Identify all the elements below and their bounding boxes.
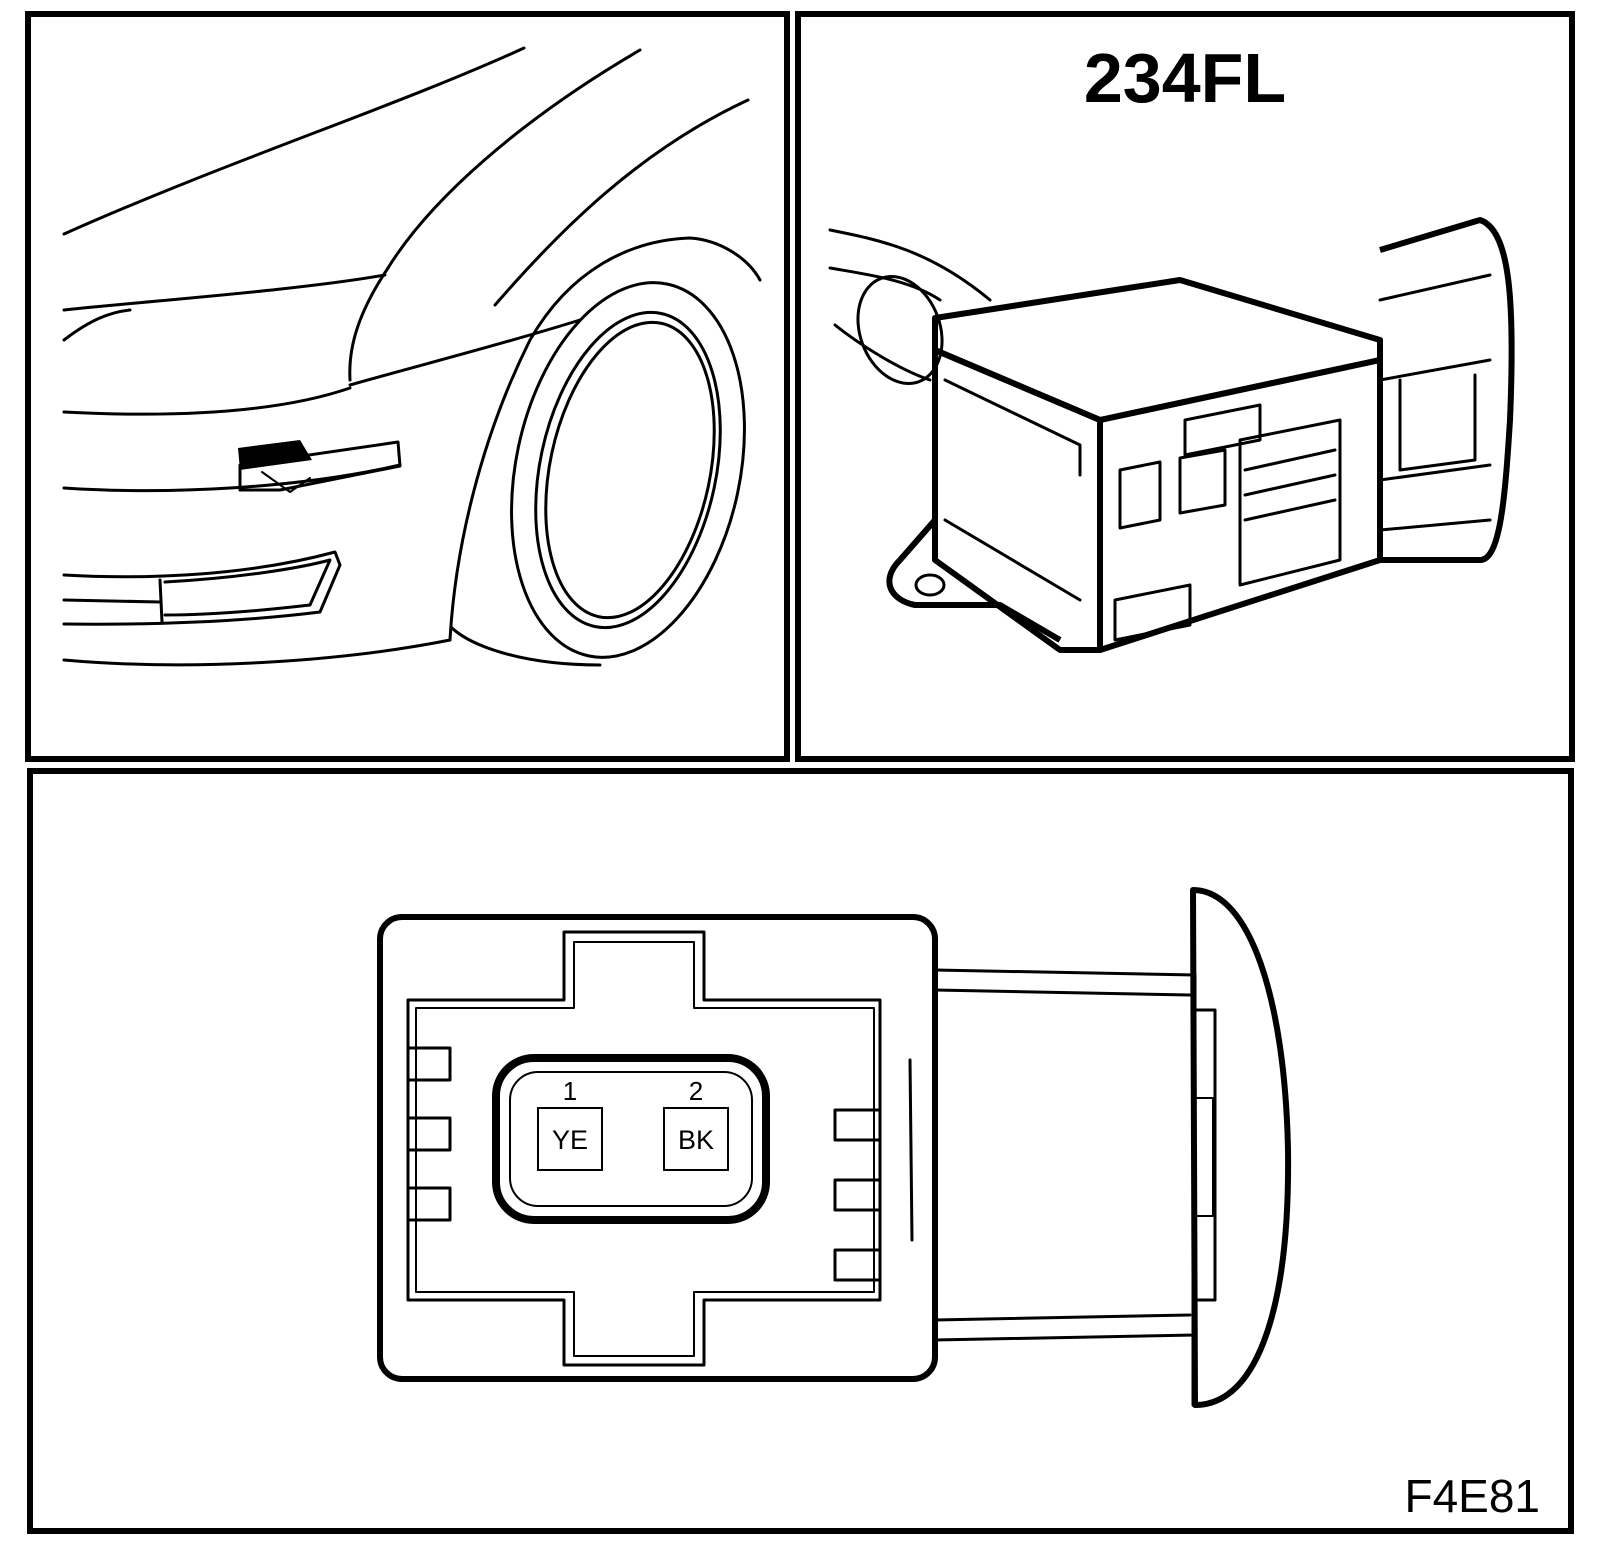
wire-color-label: YE xyxy=(552,1125,588,1155)
wheel-rim xyxy=(544,320,716,620)
secondary-lock xyxy=(1238,418,1342,587)
rear-rail-bottom xyxy=(933,1313,1192,1322)
rear-edge xyxy=(908,1058,914,1242)
wire-color-label: BK xyxy=(678,1125,714,1155)
panel-frame xyxy=(27,768,1574,1534)
rail-top xyxy=(1378,273,1492,302)
housing-outline xyxy=(377,914,938,1382)
fender-line xyxy=(386,48,642,270)
wheel-arch xyxy=(448,236,762,642)
headlight-corner xyxy=(62,308,132,342)
car-front-illustration xyxy=(62,46,762,667)
fender-edge xyxy=(348,266,390,382)
headlight-top xyxy=(62,273,387,312)
slide-lock-cap xyxy=(1190,887,1292,1408)
fog-lamp-inner xyxy=(163,558,332,617)
flange-hole xyxy=(914,573,946,597)
housing-inner-contour-2 xyxy=(415,941,875,1357)
bumper-line-1 xyxy=(62,386,352,416)
rail-window xyxy=(1398,373,1477,472)
pin-1: 1 YE xyxy=(537,1076,603,1171)
panel-frame xyxy=(795,11,1575,762)
slide-lock-cap xyxy=(1379,217,1515,563)
fog-lamp-outer xyxy=(62,550,342,626)
harness-wire-3 xyxy=(833,323,932,382)
cavity-1 xyxy=(1118,460,1162,530)
left-latch-notches xyxy=(406,1046,452,1222)
lower-cavity xyxy=(1113,583,1192,642)
marker-leader xyxy=(261,471,311,493)
lock-ribs xyxy=(1243,448,1337,522)
figure-reference: F4E81 xyxy=(1404,1470,1540,1522)
cavity-2 xyxy=(1178,448,1227,515)
rail-mid xyxy=(1378,358,1492,382)
harness-wire-2 xyxy=(828,266,942,302)
pin-cavity xyxy=(537,1107,603,1171)
fog-lamp-line xyxy=(62,598,162,604)
hood-line xyxy=(62,46,526,236)
connector-3d-panel: 234FL xyxy=(795,11,1575,762)
pin-2: 2 BK xyxy=(663,1076,729,1171)
pin-number: 2 xyxy=(689,1076,703,1106)
mounting-flange xyxy=(886,518,1062,643)
housing-inner-contour xyxy=(406,930,882,1367)
connector-location-marker xyxy=(238,440,312,470)
rear-rail-top xyxy=(933,988,1192,997)
terminal-recess-inner xyxy=(509,1071,753,1207)
terminal-recess xyxy=(492,1054,770,1224)
connector-id-label: 234FL xyxy=(1084,39,1286,117)
tyre-inner xyxy=(534,310,722,630)
latch-window xyxy=(1183,403,1262,457)
bumper-strip xyxy=(238,440,402,492)
connector-face-view: 1 YE 2 BK xyxy=(377,887,1292,1408)
lower-bumper-line xyxy=(62,638,452,667)
housing-left-rib-2 xyxy=(943,518,1082,602)
pin-cavity xyxy=(663,1107,729,1171)
connector-3d-illustration xyxy=(828,217,1515,653)
pin-number: 1 xyxy=(563,1076,577,1106)
rail-bottom xyxy=(1378,518,1492,532)
right-latch-notches xyxy=(833,1108,882,1282)
harness-wire-1 xyxy=(828,228,992,302)
housing-left-rib xyxy=(943,378,1082,477)
connector-pinout-panel: 1 YE 2 BK F4E81 xyxy=(27,768,1574,1534)
tyre-outer xyxy=(510,281,746,659)
bumper-crease xyxy=(348,318,582,387)
housing-left xyxy=(932,347,1103,653)
arch-bottom xyxy=(450,626,602,667)
rail-low xyxy=(1378,463,1492,482)
fender-crease xyxy=(493,98,750,307)
vehicle-location-panel xyxy=(25,11,790,762)
